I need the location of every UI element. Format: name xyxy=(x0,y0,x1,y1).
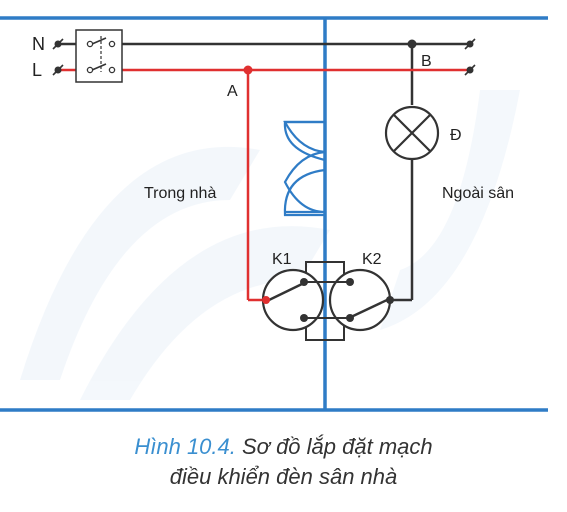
label-b: B xyxy=(421,53,432,70)
junction-a-dot xyxy=(243,65,253,75)
figure-caption: Hình 10.4. Sơ đồ lắp đặt mạch điều khiển… xyxy=(0,432,567,492)
label-outdoor: Ngoài sân xyxy=(442,185,514,202)
label-k2: K2 xyxy=(362,251,382,268)
caption-line-2: điều khiển đèn sân nhà xyxy=(169,464,398,489)
label-a: A xyxy=(227,83,238,100)
switch-k1 xyxy=(261,268,325,332)
bell-shape-upper xyxy=(283,120,326,162)
label-k1: K1 xyxy=(272,251,292,268)
figure-number: Hình 10.4. xyxy=(134,434,236,459)
traveller-wires xyxy=(304,281,350,319)
caption-line-1: Hình 10.4. Sơ đồ lắp đặt mạch xyxy=(0,432,567,462)
junction-b-dot xyxy=(407,39,417,49)
label-l: L xyxy=(32,60,42,80)
bell-shape-lower xyxy=(283,168,326,217)
main-switch xyxy=(75,29,123,83)
lamp-icon xyxy=(384,105,440,161)
output-terminals xyxy=(464,38,476,76)
caption-text-1: Sơ đồ lắp đặt mạch xyxy=(235,434,433,459)
switch-k2 xyxy=(328,268,394,332)
label-lamp: Đ xyxy=(450,127,462,144)
label-n: N xyxy=(32,34,45,54)
background-watermark xyxy=(20,90,520,400)
label-indoor: Trong nhà xyxy=(144,185,216,202)
supply-terminals xyxy=(52,38,64,76)
bell-shape xyxy=(283,120,326,214)
